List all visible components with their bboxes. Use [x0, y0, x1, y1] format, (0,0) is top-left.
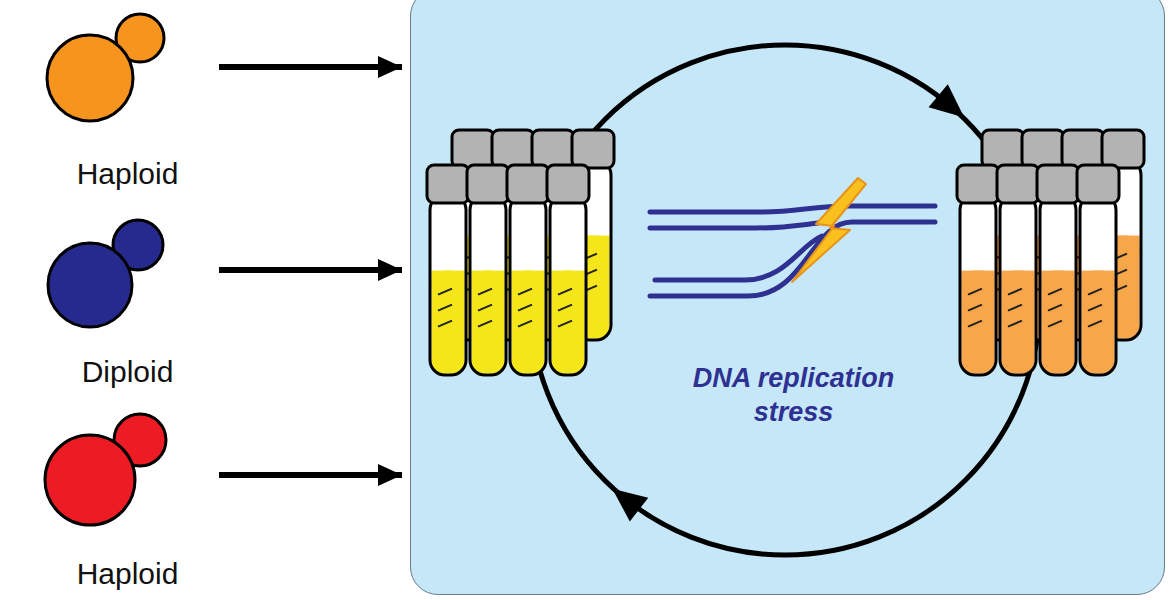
flow-arrow: [219, 472, 402, 478]
yeast-cell: Haploid: [40, 410, 215, 595]
tube-rack: [427, 130, 614, 375]
test-tube: [957, 165, 999, 375]
test-tube: [1077, 165, 1119, 375]
stress-label: DNA replication stress: [661, 362, 926, 430]
ploidy-label: Diploid: [82, 355, 174, 390]
yeast-cell: Haploid: [40, 8, 215, 195]
test-tube: [467, 165, 509, 375]
tube-rack: [957, 130, 1144, 375]
cell-body: [47, 35, 133, 121]
dna-strand: [650, 206, 935, 212]
cell-body: [45, 435, 135, 525]
cycle-arrowhead: [929, 84, 965, 117]
dna-strand: [650, 222, 935, 296]
ploidy-label: Haploid: [77, 157, 179, 192]
lightning-bolt: [792, 178, 866, 282]
flow-arrow: [219, 267, 402, 273]
cell-body: [48, 243, 132, 327]
flow-arrow: [219, 64, 402, 70]
ploidy-label: Haploid: [77, 557, 179, 592]
test-tube: [507, 165, 549, 375]
yeast-cell: Diploid: [40, 215, 215, 393]
test-tube: [427, 165, 469, 375]
cycle-arrowhead: [612, 489, 648, 522]
cycle-circle: [530, 45, 1040, 555]
cycle-arrowheads: [612, 84, 964, 521]
dna-strand: [650, 223, 818, 228]
test-tube: [547, 165, 589, 375]
experiment-panel: DNA replication stress: [410, 0, 1165, 595]
test-tube: [997, 165, 1039, 375]
test-tube: [1037, 165, 1079, 375]
panel-ground: [410, 0, 1165, 595]
